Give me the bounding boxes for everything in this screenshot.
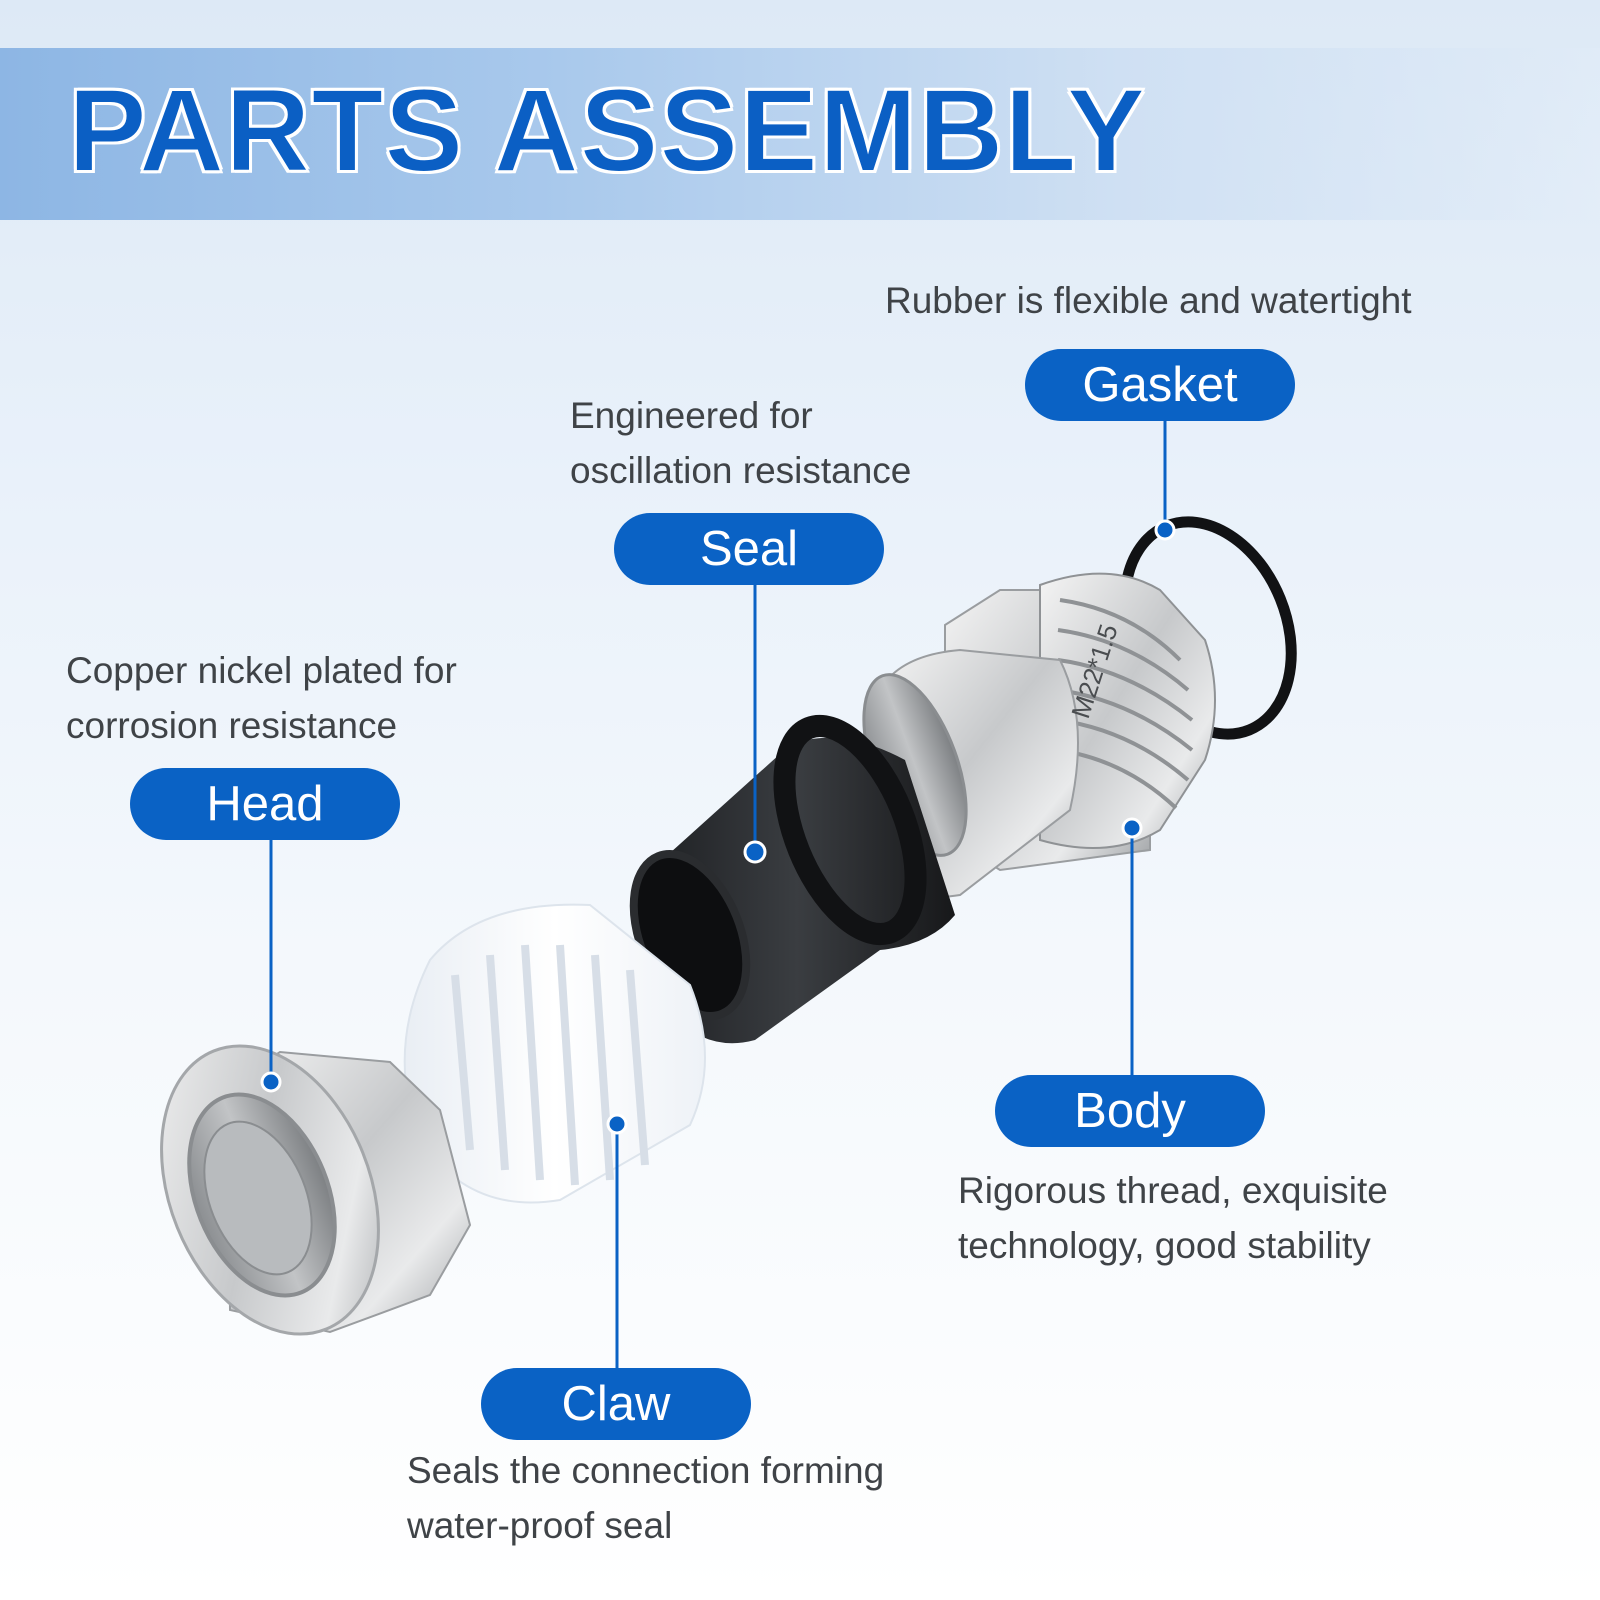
page-title: PARTS ASSEMBLY [67, 65, 1147, 197]
gasket-description: Rubber is flexible and watertight [885, 280, 1412, 321]
claw-label: Claw [481, 1368, 751, 1440]
claw-description: Seals the connection forming water-proof… [407, 1450, 885, 1546]
body-threads [1039, 572, 1216, 849]
body-part: M22*1.5 [862, 572, 1216, 898]
head-description: Copper nickel plated for corrosion resis… [66, 650, 457, 746]
claw-part [403, 903, 706, 1204]
head-dot [260, 1071, 282, 1093]
head-part [160, 1044, 472, 1336]
body-label: Body [995, 1075, 1265, 1147]
seal-dot [743, 840, 767, 864]
seal-label: Seal [614, 513, 884, 585]
body-description: Rigorous thread, exquisite technology, g… [958, 1170, 1388, 1266]
gasket-label: Gasket [1025, 349, 1295, 421]
title-banner [0, 48, 1600, 220]
body-dot [1121, 817, 1143, 839]
claw-dot [606, 1113, 628, 1135]
gasket-dot [1154, 519, 1176, 541]
head-label: Head [130, 768, 400, 840]
seal-description: Engineered for oscillation resistance [570, 395, 912, 491]
